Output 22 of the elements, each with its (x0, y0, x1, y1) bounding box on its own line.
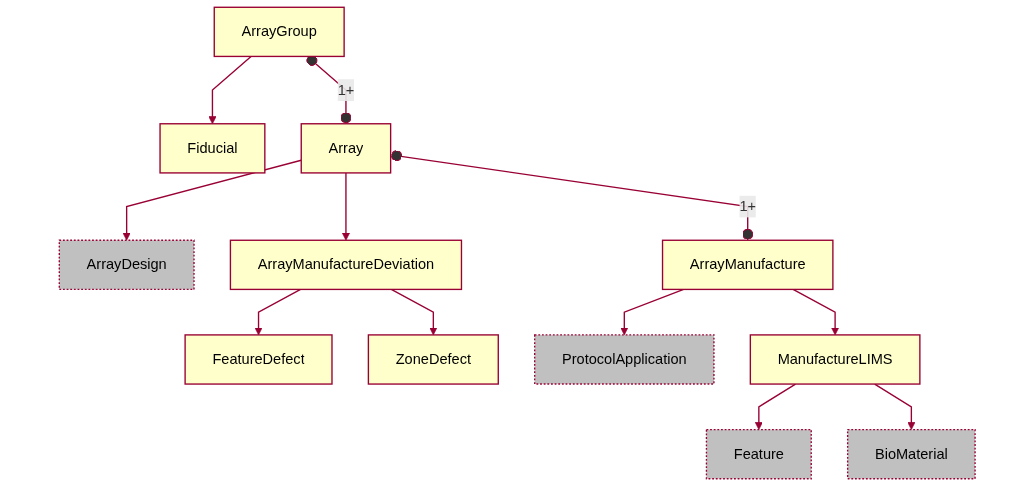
arrow (754, 383, 796, 430)
arrow (873, 383, 916, 430)
arrow (122, 159, 302, 241)
node-box: ArrayDesign (58, 239, 195, 291)
arrow (792, 288, 839, 336)
arrow (390, 288, 438, 336)
node-box: Array (300, 123, 392, 174)
edge-label: 1+ (337, 81, 355, 98)
arrow (254, 288, 302, 336)
arrow (341, 172, 350, 241)
node-box: Fiducial (159, 123, 266, 174)
node-box: Feature (705, 428, 812, 480)
arrow (208, 55, 252, 125)
node-box: ZoneDefect (367, 334, 499, 385)
node-box: ArrayManufacture (661, 239, 834, 291)
node-box: FeatureDefect (184, 334, 333, 385)
node-box: ArrayGroup (213, 6, 345, 58)
node-box: ArrayManufactureDeviation (229, 239, 462, 291)
node-box: BioMaterial (846, 428, 976, 480)
edge-label: 1+ (739, 198, 756, 214)
node-box: ProtocolApplication (533, 334, 715, 385)
node-box: ManufactureLIMS (749, 334, 921, 385)
